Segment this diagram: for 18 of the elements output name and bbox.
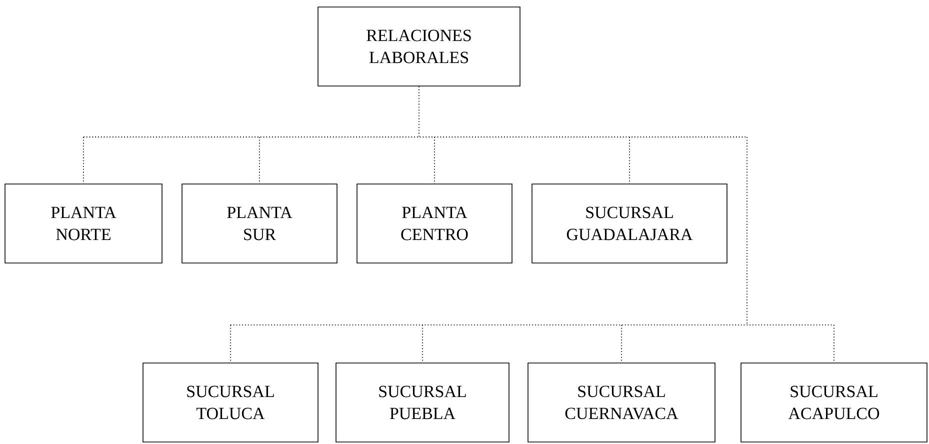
- org-box: RELACIONES LABORALES: [318, 6, 520, 86]
- org-box: SUCURSAL CUERNAVACA: [528, 362, 716, 442]
- org-box: PLANTA NORTE: [4, 184, 162, 264]
- connector-line: [230, 324, 231, 364]
- org-box: SUCURSAL ACAPULCO: [740, 362, 928, 442]
- connector-line: [83, 86, 748, 138]
- connector-line: [422, 324, 423, 364]
- connector-line: [259, 136, 260, 184]
- connector-line: [83, 136, 84, 184]
- connector-line: [434, 136, 435, 184]
- connector-line: [629, 136, 630, 184]
- org-box: PLANTA CENTRO: [356, 184, 512, 264]
- org-box: SUCURSAL GUADALAJARA: [532, 184, 728, 264]
- org-box: SUCURSAL PUEBLA: [336, 362, 510, 442]
- connector-line: [230, 136, 834, 326]
- connector-line: [621, 324, 622, 364]
- org-box: PLANTA SUR: [182, 184, 338, 264]
- org-box: SUCURSAL TOLUCA: [142, 362, 318, 442]
